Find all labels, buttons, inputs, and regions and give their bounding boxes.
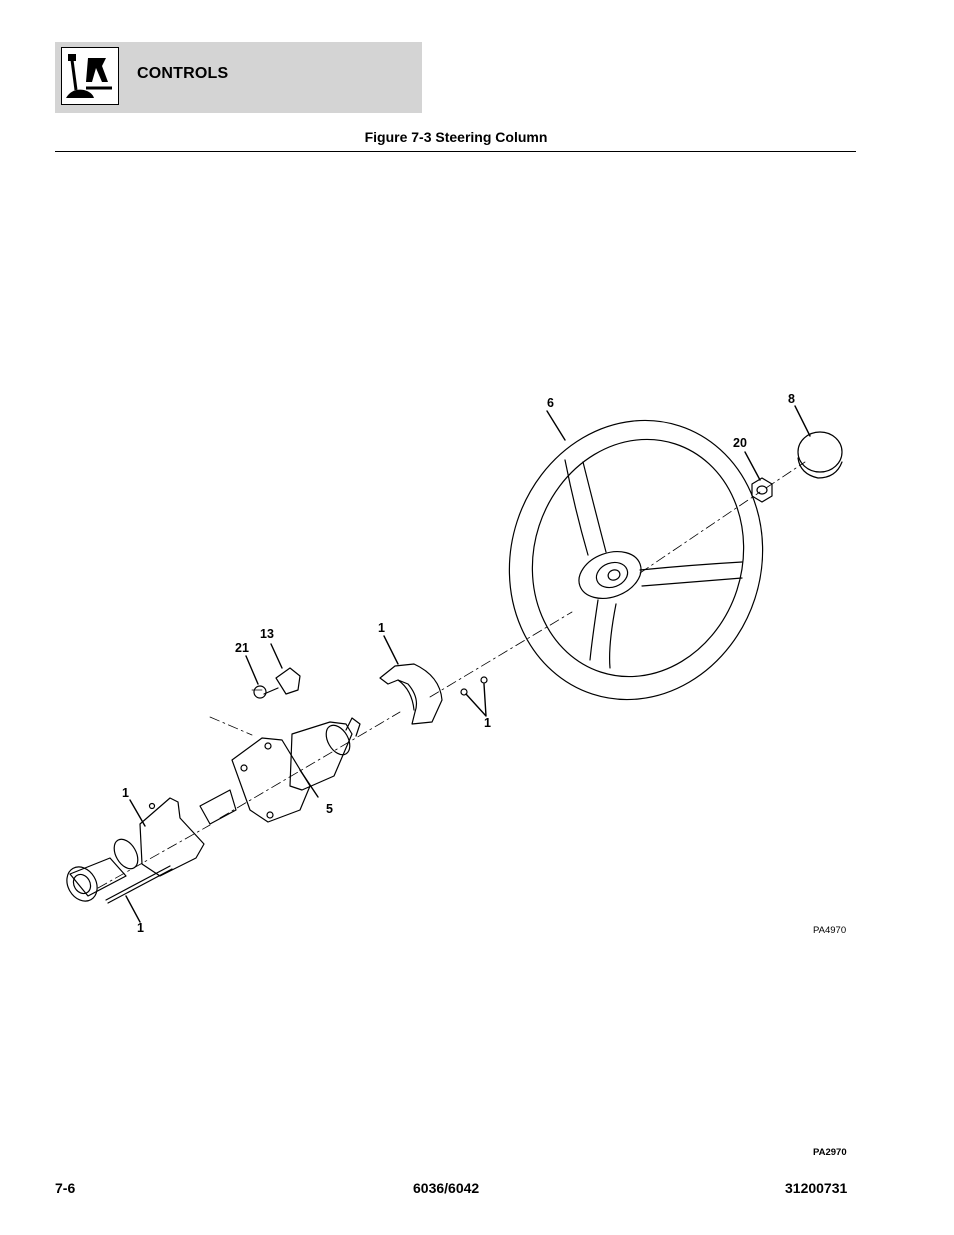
steering-wheel: [508, 419, 764, 701]
page-number: 7-6: [55, 1180, 76, 1196]
column-tube: [289, 717, 361, 791]
column-base: [139, 789, 237, 877]
figure-title: Figure 7-3 Steering Column: [364, 129, 548, 145]
figure-art-id: PA4970: [813, 925, 847, 936]
assembly-centerline: [97, 461, 806, 889]
small-screws: [460, 676, 488, 696]
hex-nut: [751, 477, 773, 503]
horn-cap: [797, 431, 843, 479]
steering-valve: [66, 838, 139, 902]
callout-5: 5: [326, 802, 333, 816]
model-number: 6036/6042: [413, 1180, 480, 1196]
callout-8: 8: [788, 392, 795, 406]
leader-lines: [125, 405, 811, 923]
section-title: CONTROLS: [137, 65, 229, 82]
mounting-plate: [231, 737, 311, 823]
callout-1-base: 1: [122, 786, 129, 800]
callout-1-shroud: 1: [378, 621, 385, 635]
callout-13: 13: [260, 627, 274, 641]
joystick-control-icon: [61, 47, 119, 105]
tie-bolt: [105, 865, 173, 904]
callout-1-bolt: 1: [137, 921, 144, 935]
callout-20: 20: [733, 436, 747, 450]
callout-21: 21: [235, 641, 249, 655]
column-shroud: [379, 663, 443, 725]
document-number: 31200731: [785, 1180, 848, 1196]
callout-1-screws: 1: [484, 716, 491, 730]
callout-6: 6: [547, 396, 554, 410]
washer: [253, 685, 267, 699]
header-rule: [55, 151, 856, 152]
bolt-centerline: [209, 689, 263, 736]
bolt: [263, 667, 301, 695]
page-art-ref: PA2970: [813, 1147, 847, 1158]
